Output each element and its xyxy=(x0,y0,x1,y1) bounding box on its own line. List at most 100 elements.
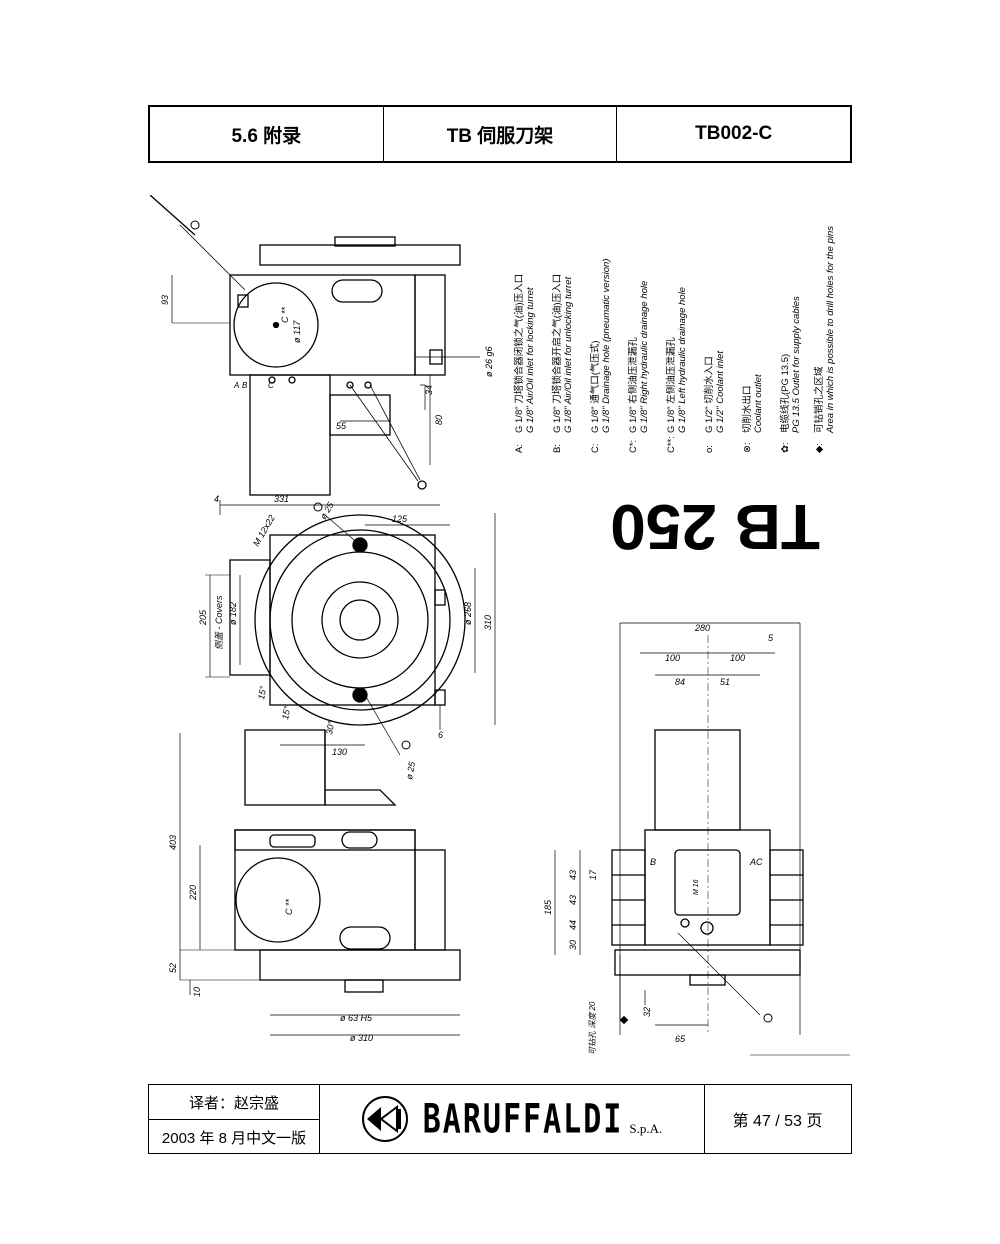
legend-key-2: C: xyxy=(590,444,601,454)
legend-en-8: Area in which is possible to drill holes… xyxy=(825,226,836,434)
label-c-side: C xyxy=(756,857,763,867)
dim-25b: ø 25 xyxy=(404,760,417,780)
legend-zh-0: G 1/8" 刀塔锁合器闭锁之气(油)压入口 xyxy=(513,274,525,433)
dim-125: 125 xyxy=(392,514,408,524)
top-view-body xyxy=(229,274,416,376)
footer-brand: BARUFFALDI xyxy=(422,1095,624,1143)
side-window xyxy=(674,849,741,916)
footer-edition: 2003 年 8 月中文一版 xyxy=(161,1129,307,1147)
legend-key-3: C*: xyxy=(628,440,639,453)
dim-covers: 侧盖 - Covers xyxy=(214,595,224,650)
technical-drawing: A: G 1/8" 刀塔锁合器闭锁之气(油)压入口 G 1/8" Air/Oil… xyxy=(149,194,850,1065)
top-view-flange xyxy=(259,244,461,266)
legend-zh-4: G 1/8" 左侧油压泄漏孔 xyxy=(665,337,677,433)
dim-26: ø 26 g6 xyxy=(484,346,494,377)
dim-34: 34 xyxy=(424,385,434,395)
dim-4: 4 xyxy=(214,494,219,504)
dim-52: 52 xyxy=(168,963,178,973)
label-a-side: A xyxy=(749,857,756,867)
dim-220: 220 xyxy=(188,885,198,901)
front-motor-box xyxy=(324,730,397,806)
dim-84: 84 xyxy=(675,677,685,687)
legend-zh-5: G 1/2" 切削水入口 xyxy=(703,356,715,433)
pin-area-icon xyxy=(619,1015,629,1025)
front-motor xyxy=(244,729,326,806)
legend-zh-3: G 1/8" 右侧油压泄漏孔 xyxy=(627,337,639,433)
footer-translator: 译者：赵宗盛 xyxy=(149,1085,319,1120)
dim-331: 331 xyxy=(274,494,289,504)
dim-268: ø 268 xyxy=(463,602,473,625)
dim-43a: 43 xyxy=(568,870,578,880)
label-m16: M 16 xyxy=(693,879,700,895)
top-view-slot xyxy=(331,279,383,303)
legend-zh-1: G 1/8" 刀塔锁合器开启之气(油)压入口 xyxy=(551,274,563,433)
header-section: 5.6 附录 xyxy=(150,107,384,161)
front-spigot xyxy=(344,979,384,993)
footer-brand-suffix: S.p.A. xyxy=(629,1121,663,1136)
cable-outlet-icon xyxy=(313,502,323,512)
front-slot xyxy=(339,926,391,950)
dim-403: 403 xyxy=(168,835,178,850)
flange-bore xyxy=(339,599,381,641)
dim-44: 44 xyxy=(568,920,578,930)
header-title: TB 伺服刀架 xyxy=(384,107,618,161)
front-flange xyxy=(259,949,461,981)
dim-5: 5 xyxy=(768,633,774,643)
side-motor xyxy=(654,729,741,831)
legend-zh-8: 可钻销孔之区域 xyxy=(813,366,825,433)
dim-30s: 30 xyxy=(568,940,578,950)
cable-outlet-icon xyxy=(190,220,200,230)
port-b: B xyxy=(242,381,248,390)
legend-en-6: Coolant outlet xyxy=(753,374,764,433)
label-b-side: B xyxy=(650,857,656,867)
dim-65: 65 xyxy=(675,1034,686,1044)
header-code: TB002-C xyxy=(695,123,773,144)
side-left-ribs xyxy=(611,849,646,946)
dim-100a: 100 xyxy=(665,653,680,663)
dim-117: ø 117 xyxy=(292,320,302,343)
legend-en-2: G 1/8" Drainage hole (pneumatic version) xyxy=(601,259,612,433)
top-view xyxy=(149,194,480,496)
dim-43b: 43 xyxy=(568,895,578,905)
legend-key-8: ◆: xyxy=(814,443,825,453)
legend-en-1: G 1/8" Air/Oil inlet for unlocking turre… xyxy=(563,277,574,433)
model-label: TB 250 xyxy=(610,491,820,563)
cross-top: C ** xyxy=(280,306,290,323)
cable-outlet-icon xyxy=(763,1013,773,1023)
dim-130: 130 xyxy=(332,747,347,757)
side-view xyxy=(554,622,850,1056)
dim-51: 51 xyxy=(720,677,730,687)
dim-6: 6 xyxy=(438,730,443,740)
legend-key-4: C**: xyxy=(666,436,677,453)
dim-30: 30° xyxy=(324,720,336,736)
front-view xyxy=(179,729,461,1036)
flange-inner-circle xyxy=(291,551,429,689)
dim-280: 280 xyxy=(694,623,710,633)
legend-key-1: B: xyxy=(552,444,563,453)
flange-square xyxy=(269,534,436,706)
front-bore xyxy=(235,857,321,943)
legend-key-6: ⊗: xyxy=(742,442,753,453)
dim-182: ø 182 xyxy=(228,602,238,625)
dim-80: 80 xyxy=(434,415,444,425)
dim-205: 205 xyxy=(198,609,208,626)
dim-100b: 100 xyxy=(730,653,745,663)
top-view-motor xyxy=(249,374,331,496)
dim-15a: 15° xyxy=(256,685,268,701)
dim-10: 10 xyxy=(192,987,202,997)
cross-bot: C ** xyxy=(284,898,294,915)
flange-outer-circle xyxy=(254,514,466,726)
top-view-cap xyxy=(334,236,396,247)
dim-93: 93 xyxy=(160,295,170,305)
legend-group: A: G 1/8" 刀塔锁合器闭锁之气(油)压入口 G 1/8" Air/Oil… xyxy=(513,226,836,453)
legend-zh-2: G 1/8" 通气口(气压式) xyxy=(589,340,601,433)
flange-bolt-circle xyxy=(269,529,451,711)
footer-page: 第 47 / 53 页 xyxy=(732,1113,823,1130)
cable-outlet-icon xyxy=(401,740,411,750)
header-table: 5.6 附录 TB 伺服刀架 TB002-C xyxy=(148,105,852,163)
flange-view xyxy=(205,500,496,756)
port-a: A xyxy=(233,381,239,390)
dim-185: 185 xyxy=(543,899,553,915)
legend-key-0: A: xyxy=(514,444,525,453)
dim-310: 310 xyxy=(483,615,493,630)
